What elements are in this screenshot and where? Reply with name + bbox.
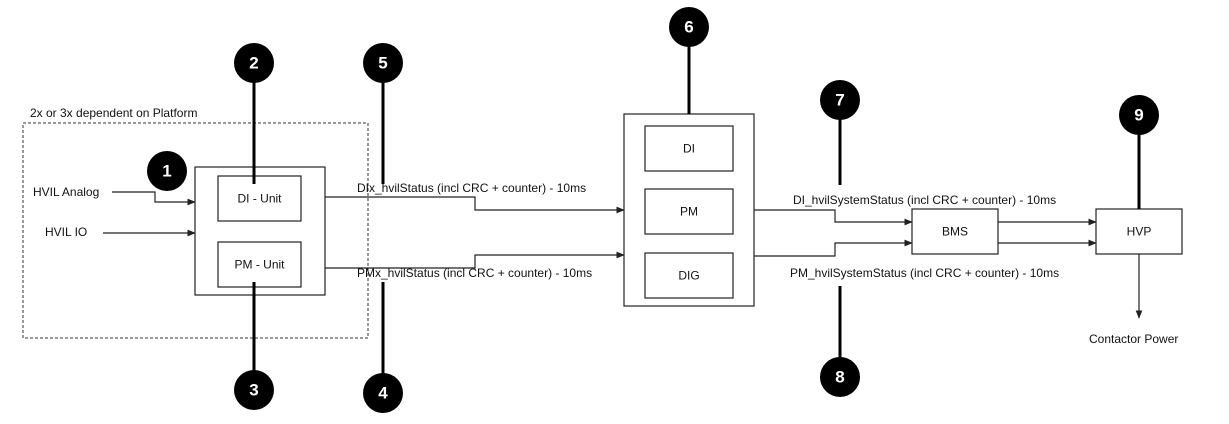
marker-4: 4: [363, 373, 403, 413]
dix-status-wire: [325, 196, 625, 214]
center-di-box: [644, 125, 734, 172]
center-pm-label: PM: [680, 205, 698, 219]
platform-note: 2x or 3x dependent on Platform: [30, 106, 197, 120]
pmx-status-wire: [325, 251, 625, 269]
hvp-box: [1095, 208, 1183, 255]
di-system-status-wire: [754, 209, 913, 226]
di-unit-label: DI - Unit: [237, 192, 282, 206]
marker-2: 2: [234, 43, 274, 83]
marker-6-number: 6: [684, 18, 693, 37]
marker-9: 9: [1119, 95, 1159, 135]
marker-1: 1: [147, 151, 187, 191]
contactor-power-label: Contactor Power: [1089, 332, 1178, 346]
pm-unit-box: [217, 241, 302, 288]
marker-4-number: 4: [378, 384, 388, 403]
marker-7-number: 7: [835, 91, 844, 110]
pm-unit-label: PM - Unit: [234, 258, 285, 272]
center-dig-box: [644, 252, 734, 299]
marker-2-number: 2: [249, 54, 258, 73]
marker-3-number: 3: [249, 381, 258, 400]
pm-system-status-label: PM_hvilSystemStatus (incl CRC + counter)…: [790, 266, 1059, 280]
marker-7: 7: [820, 80, 860, 120]
platform-group-frame: [22, 122, 369, 339]
hvil-io-label: HVIL IO: [45, 225, 87, 239]
di-system-status-label: DI_hvilSystemStatus (incl CRC + counter)…: [793, 193, 1056, 207]
marker-9-number: 9: [1134, 106, 1143, 125]
marker-3: 3: [234, 370, 274, 410]
pm-system-status-wire: [754, 239, 913, 257]
hvp-label: HVP: [1127, 225, 1152, 239]
marker-8: 8: [820, 357, 860, 397]
marker-5-number: 5: [378, 54, 387, 73]
center-dig-label: DIG: [678, 269, 699, 283]
dix-status-label: DIx_hvilStatus (incl CRC + counter) - 10…: [357, 181, 586, 195]
bms-label: BMS: [942, 225, 968, 239]
hvil-analog-wire: [112, 191, 196, 206]
marker-6: 6: [669, 7, 709, 47]
marker-5: 5: [363, 43, 403, 83]
center-di-label: DI: [683, 142, 695, 156]
bms-box: [911, 208, 999, 255]
center-pm-box: [644, 188, 734, 235]
di-unit-box: [217, 175, 302, 222]
marker-1-number: 1: [162, 162, 171, 181]
hvil-analog-label: HVIL Analog: [33, 185, 99, 199]
pmx-status-label: PMx_hvilStatus (incl CRC + counter) - 10…: [357, 266, 592, 280]
marker-8-number: 8: [835, 368, 844, 387]
